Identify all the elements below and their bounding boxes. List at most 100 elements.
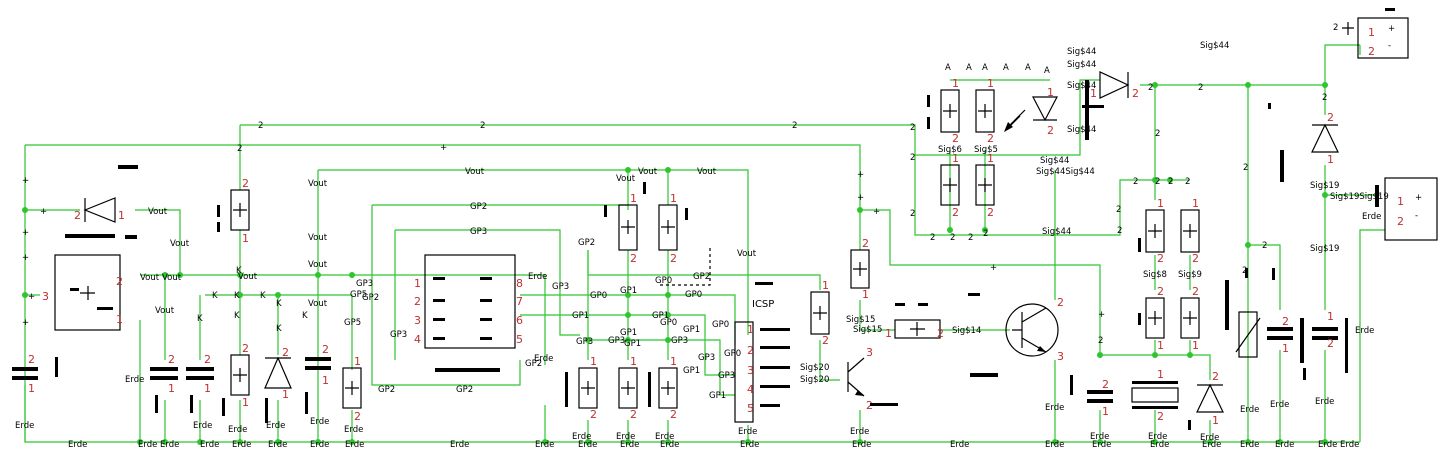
resistor: 1 2 xyxy=(658,355,678,421)
pin-label: 1 xyxy=(1397,195,1404,208)
net-label: Erde xyxy=(1362,212,1381,222)
net-label: 2 xyxy=(1155,177,1160,187)
net-label: Sig$15 xyxy=(853,325,882,335)
net-label: Sig$15 xyxy=(846,315,875,325)
net-label: Erde xyxy=(620,440,639,450)
resistor: 1 2 xyxy=(940,152,960,219)
net-label: GP1 xyxy=(683,325,700,335)
net-label: 2 xyxy=(1185,177,1190,187)
pin-label: 2 xyxy=(414,295,421,308)
net-label: Sig$19 xyxy=(1310,244,1339,254)
resistor: 1 2 xyxy=(927,77,960,145)
pin-label: 1 xyxy=(242,396,249,409)
pin-label: 2 xyxy=(937,327,944,340)
pin-label: 1 xyxy=(1047,86,1054,99)
net-label: Erde xyxy=(345,440,364,450)
pin-label: 1 xyxy=(590,355,597,368)
net-label: Erde xyxy=(616,432,635,442)
icsp-header: ICSP 1 2 3 4 5 xyxy=(734,282,790,423)
net-label: A xyxy=(1003,63,1009,73)
net-label: Erde xyxy=(1318,440,1337,450)
resistor: 2 1 xyxy=(1138,285,1165,352)
net-label: 2 xyxy=(1098,336,1103,346)
icsp-label: ICSP xyxy=(752,299,774,310)
net-label: GP2 xyxy=(525,359,542,369)
net-label: + xyxy=(22,176,29,186)
net-label: 2 xyxy=(983,229,988,239)
pin-label: 2 xyxy=(1102,378,1109,391)
pin-label: 1 xyxy=(987,77,994,90)
net-labels: Vout Vout Vout Vout Vout Vout Vout Vout … xyxy=(15,23,1389,450)
net-label: Erde xyxy=(1270,400,1289,410)
capacitor: 2 1 xyxy=(1070,375,1113,418)
net-label: Vout xyxy=(308,233,328,243)
net-label: 2 xyxy=(910,209,915,219)
resistor: 2 1 xyxy=(850,237,870,301)
pin-label: 1 xyxy=(862,288,869,301)
net-label: Erde xyxy=(138,440,157,450)
net-label: Erde xyxy=(655,432,674,442)
resistor: 1 2 xyxy=(342,355,362,423)
net-label: GP3 xyxy=(576,337,593,347)
net-label: Erde xyxy=(1092,440,1111,450)
led: 1 2 xyxy=(1004,86,1058,137)
net-label: K xyxy=(276,324,282,334)
net-label: Erde xyxy=(572,432,591,442)
net-label: GP1 xyxy=(620,286,637,296)
pin-label: 5 xyxy=(516,333,523,346)
net-label: Sig$44 xyxy=(1040,156,1069,166)
net-label: 2 xyxy=(910,123,915,133)
net-label: Sig$9 xyxy=(1178,270,1202,280)
resistor: 1 2 xyxy=(658,192,688,265)
net-label: Vout xyxy=(308,179,328,189)
pin-label: 3 xyxy=(1057,350,1064,363)
net-label: GP2 xyxy=(362,293,379,303)
net-label: Vout xyxy=(737,249,757,259)
net-label: 2 xyxy=(1198,83,1203,93)
plus-label: + xyxy=(1388,24,1395,34)
net-label: Erde xyxy=(160,440,179,450)
net-label: GP0 xyxy=(660,318,677,328)
net-label: Sig$20 xyxy=(800,363,829,373)
net-label: Erde xyxy=(1355,326,1374,336)
pin-label: 2 xyxy=(1057,296,1064,309)
net-label: Sig$20 xyxy=(800,375,829,385)
net-label: Erde xyxy=(266,421,285,431)
net-label: Erde xyxy=(310,417,329,427)
net-label: 2 xyxy=(1262,241,1267,251)
net-label: 2 xyxy=(950,233,955,243)
pin-label: 1 xyxy=(670,355,677,368)
net-label: K xyxy=(302,311,308,321)
net-label: Erde xyxy=(1150,440,1169,450)
pin-label: 4 xyxy=(414,333,421,346)
net-label: + xyxy=(22,253,29,263)
pin-label: 1 xyxy=(118,209,125,222)
net-label: + xyxy=(440,143,447,153)
voltage-regulator: 3 2 1 xyxy=(42,254,123,331)
pin-label: 1 xyxy=(822,279,829,292)
pin-label: 2 xyxy=(1327,337,1334,350)
pin-label: 3 xyxy=(414,314,421,327)
crystal: 1 2 xyxy=(1131,368,1191,430)
net-label: K xyxy=(234,291,240,301)
pin-label: 2 xyxy=(630,252,637,265)
net-label: Sig$44Sig$44 xyxy=(1036,167,1095,177)
net-label: Sig$19Sig$19 xyxy=(1330,192,1389,202)
capacitor: 2 1 xyxy=(12,353,58,395)
net-label: GP3 xyxy=(718,371,735,381)
transistor: 3 2 xyxy=(847,346,898,412)
pin-label: 3 xyxy=(866,346,873,359)
net-label: A xyxy=(1025,63,1031,73)
pin-label: 1 xyxy=(28,382,35,395)
diode: 2 1 xyxy=(65,165,138,239)
net-label: Erde xyxy=(1315,397,1334,407)
net-label: 2 xyxy=(1133,177,1138,187)
net-label: Erde xyxy=(1275,440,1294,450)
pin-label: 4 xyxy=(747,383,754,396)
pin-label: 1 xyxy=(1327,153,1334,166)
net-label: 2 xyxy=(480,121,485,131)
net-label: 2 xyxy=(792,121,797,131)
net-label: 2 xyxy=(1117,226,1122,236)
net-label: Erde xyxy=(1045,403,1064,413)
resistor: 1 2 xyxy=(1180,197,1200,265)
